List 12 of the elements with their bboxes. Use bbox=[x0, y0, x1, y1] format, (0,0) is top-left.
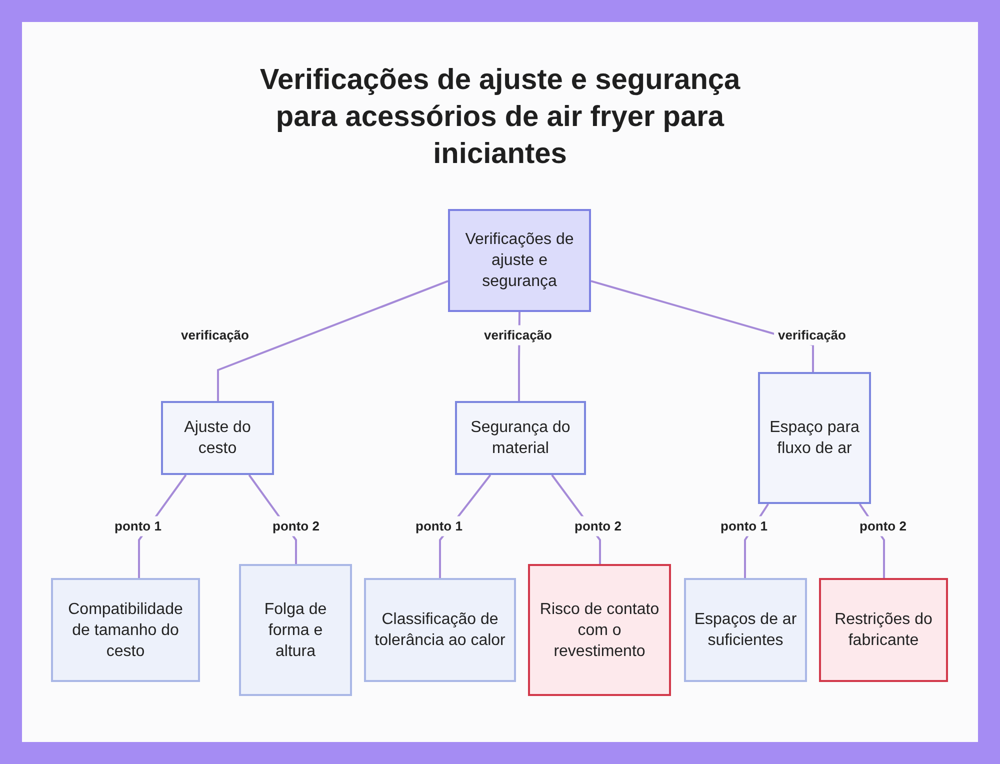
warning-box: Risco de contato com o revestimento bbox=[528, 564, 671, 696]
root-box: Verificações de ajuste e segurança bbox=[448, 209, 591, 312]
topic-box: Segurança do material bbox=[455, 401, 586, 475]
topic-box: Ajuste do cesto bbox=[161, 401, 274, 475]
topic-box: Classificação de tolerância ao calor bbox=[364, 578, 516, 682]
warning-box: Restrições do fabricante bbox=[819, 578, 948, 682]
topic-box: Espaço para fluxo de ar bbox=[758, 372, 871, 504]
topic-box: Espaços de ar suficientes bbox=[684, 578, 807, 682]
title: Verificações de ajuste e segurança para acessórios de air fryer para iniciantes bbox=[258, 63, 742, 172]
topic-box: Compatibilidade de tamanho do cesto bbox=[51, 578, 200, 682]
connector-line bbox=[217, 280, 448, 401]
topic-box: Folga de forma e altura bbox=[239, 564, 352, 696]
